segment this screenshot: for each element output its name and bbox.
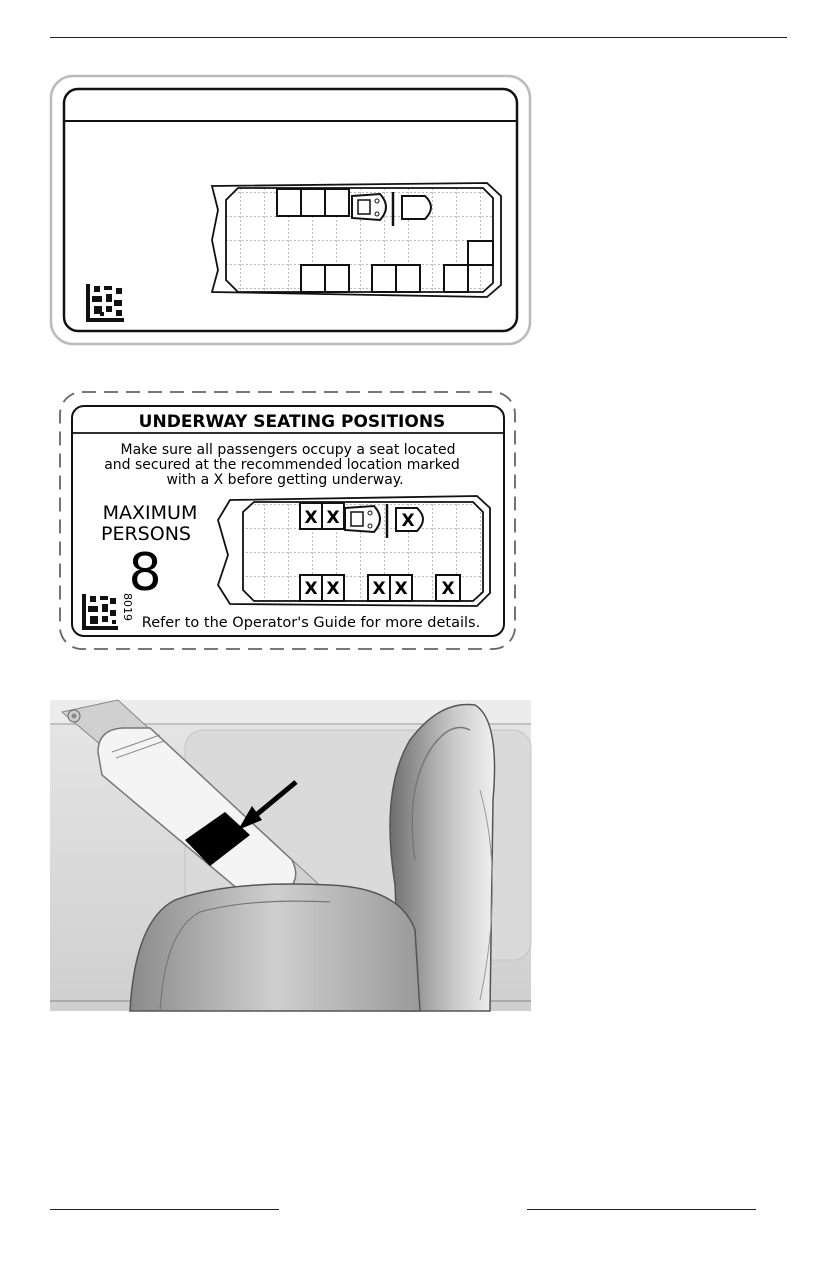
- seat-label-illustration: [50, 699, 532, 1012]
- boat-diagram-marked: X X X X X X X X: [217, 495, 491, 607]
- seat-mark: X: [326, 579, 339, 599]
- seat-mark: X: [441, 579, 454, 599]
- maximum-label: MAXIMUM: [103, 502, 198, 524]
- data-matrix-icon: [82, 594, 118, 630]
- seat-mark: X: [401, 511, 414, 531]
- label-footer: Refer to the Operator's Guide for more d…: [142, 615, 480, 631]
- footer-rule-right: [527, 1209, 756, 1210]
- seat-mark: X: [304, 508, 317, 528]
- seat-mark: X: [372, 579, 385, 599]
- data-matrix-icon: [86, 284, 124, 322]
- seat-mark: X: [304, 579, 317, 599]
- label-code: 8019: [121, 593, 134, 621]
- boat-diagram-blank: [210, 182, 502, 298]
- header-rule: [50, 37, 787, 38]
- arrow-icon: [238, 780, 298, 830]
- seat-mark: X: [326, 508, 339, 528]
- seating-title: UNDERWAY SEATING POSITIONS: [139, 412, 446, 432]
- max-persons-value: 8: [128, 543, 161, 603]
- instruction-line-3: with a X before getting underway.: [166, 472, 403, 488]
- persons-label: PERSONS: [101, 523, 191, 545]
- footer-rule-left: [50, 1209, 279, 1210]
- instruction-line-1: Make sure all passengers occupy a seat l…: [121, 442, 456, 458]
- underway-seating-label: UNDERWAY SEATING POSITIONS Make sure all…: [59, 391, 516, 650]
- seat-mark: X: [394, 579, 407, 599]
- blank-seating-label: [49, 74, 532, 346]
- instruction-line-2: and secured at the recommended location …: [104, 457, 460, 473]
